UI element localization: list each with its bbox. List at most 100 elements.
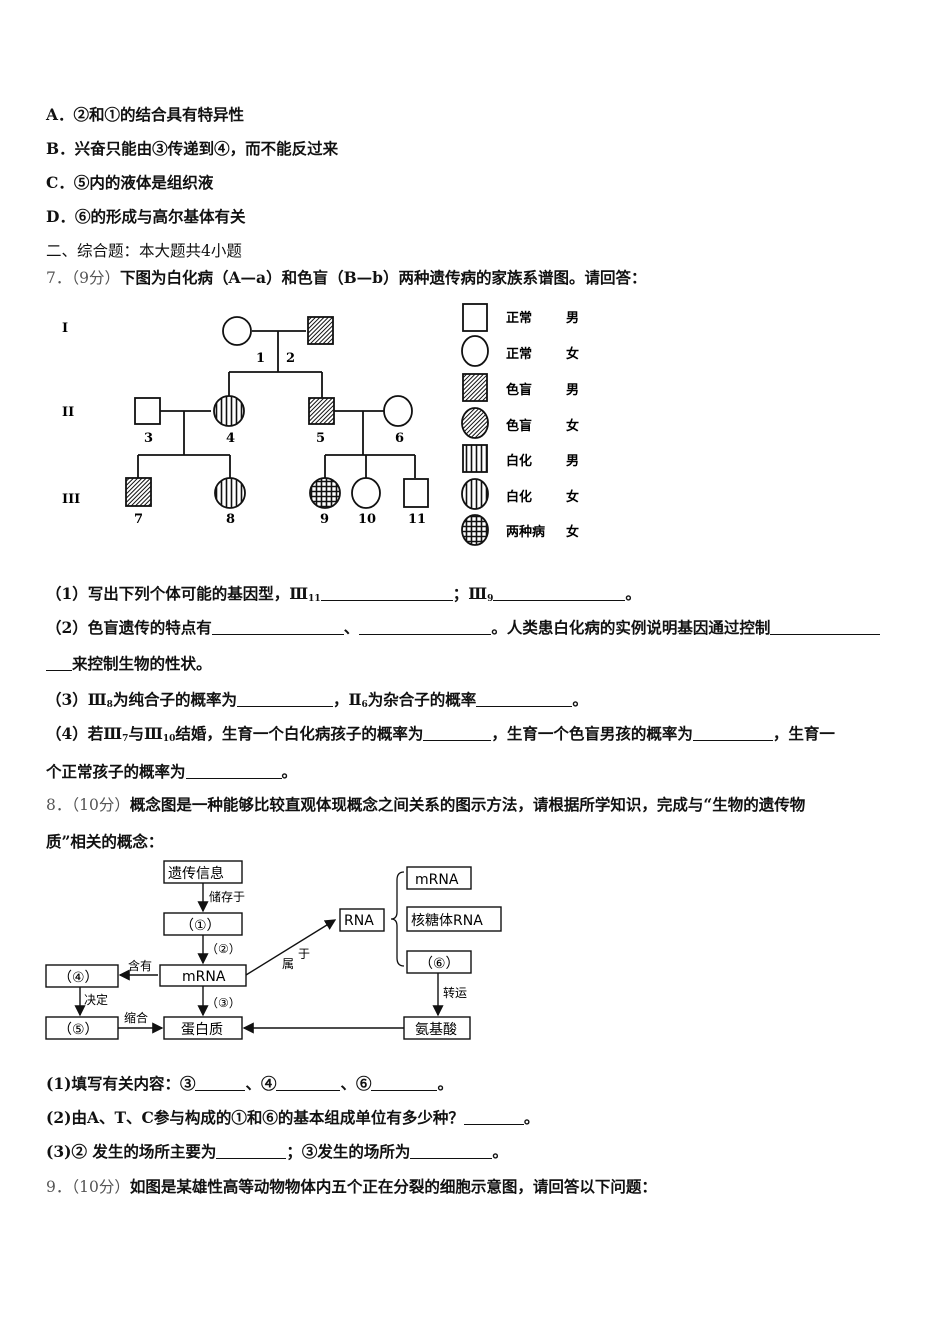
id-3: 3 <box>144 431 153 446</box>
text-box-4: （④） <box>58 970 99 986</box>
q7-number: 7． <box>46 269 72 287</box>
answer-blank[interactable] <box>359 620 492 635</box>
q9-stem: 9．（10分）如图是某雄性高等动物物体内五个正在分裂的细胞示意图，请回答以下问题… <box>46 1177 657 1196</box>
answer-blank[interactable] <box>276 1076 341 1091</box>
text-amino-acid: 氨基酸 <box>415 1021 457 1038</box>
text-contain: 含有 <box>128 958 152 973</box>
option-d: D．⑥的形成与高尔基体有关 <box>46 207 246 226</box>
individual-II-4 <box>213 395 245 427</box>
legend-sex: 女 <box>566 524 579 540</box>
id-4: 4 <box>226 431 235 446</box>
answer-blank[interactable] <box>463 1110 524 1125</box>
gen-label-3: III <box>62 492 80 507</box>
q9-number: 9． <box>46 1178 72 1196</box>
legend-label: 白化 <box>506 489 532 505</box>
q8-sub3: (3)② 发生的场所主要为；③发生的场所为。 <box>46 1142 508 1161</box>
box-mrna-right <box>406 866 472 890</box>
gen-label-1: I <box>62 321 68 336</box>
legend-sex: 女 <box>566 346 579 362</box>
text-rrna: 核糖体RNA <box>411 913 483 929</box>
legend-sex: 男 <box>566 383 579 398</box>
text-box-5: （⑤） <box>58 1022 99 1038</box>
text-arrow-3: （③） <box>206 996 241 1010</box>
id-1: 1 <box>256 351 265 366</box>
individual-III-7 <box>125 477 152 507</box>
text-protein: 蛋白质 <box>181 1022 223 1038</box>
q8-number: 8． <box>46 796 72 814</box>
text-genetic-info: 遗传信息 <box>168 865 224 882</box>
answer-blank[interactable] <box>195 1076 246 1091</box>
option-a: A．②和①的结合具有特异性 <box>46 105 245 124</box>
legend-sex: 女 <box>566 489 579 505</box>
q7-sub1: （1）写出下列个体可能的基因型，Ⅲ11；Ⅲ9。 <box>46 584 641 604</box>
text-arrow-2: （②） <box>206 942 241 956</box>
answer-blank[interactable] <box>410 1144 493 1159</box>
individual-III-8 <box>214 477 246 509</box>
legend-sex: 女 <box>566 418 579 434</box>
text-condense: 缩合 <box>124 1010 148 1025</box>
normal-male-icon <box>462 303 488 332</box>
q7-sub4-cont: 个正常孩子的概率为。 <box>46 762 298 781</box>
text-transport: 转运 <box>443 985 467 1000</box>
answer-blank[interactable] <box>320 586 453 601</box>
legend-sex: 男 <box>566 454 579 469</box>
answer-blank[interactable] <box>236 692 333 707</box>
q7-score: （9分） <box>71 269 120 287</box>
legend-label: 白化 <box>506 453 532 469</box>
gen-label-2: II <box>62 405 74 420</box>
answer-blank[interactable] <box>770 620 881 635</box>
q8-sub1: (1)填写有关内容：③、④、⑥。 <box>46 1074 453 1093</box>
section-title: 二、综合题：本大题共4小题 <box>46 242 242 260</box>
option-c: C．⑤内的液体是组织液 <box>46 173 214 192</box>
text-box-6: （⑥） <box>419 956 460 972</box>
q7-stem: 7．（9分）下图为白化病（A—a）和色盲（B—b）两种遗传病的家族系谱图。请回答… <box>46 266 647 288</box>
individual-II-5 <box>308 397 335 425</box>
box-6 <box>406 950 472 974</box>
box-4 <box>45 964 119 988</box>
legend-label: 正常 <box>506 310 532 326</box>
albino-female-icon <box>461 478 489 510</box>
q8-stem-cont: 质”相关的概念： <box>46 832 164 851</box>
text-mrna-center: mRNA <box>182 969 226 985</box>
colorblind-female-icon <box>461 407 489 439</box>
answer-blank[interactable] <box>185 764 282 779</box>
answer-blank[interactable] <box>46 656 72 671</box>
individual-I-2 <box>307 316 334 345</box>
answer-blank[interactable] <box>423 726 492 741</box>
answer-blank[interactable] <box>692 726 773 741</box>
id-2: 2 <box>286 351 295 366</box>
q7-sub2-cont: 来控制生物的性状。 <box>46 652 212 674</box>
answer-blank[interactable] <box>371 1076 438 1091</box>
answer-blank[interactable] <box>211 620 344 635</box>
legend-sex: 男 <box>566 311 579 326</box>
id-8: 8 <box>226 512 235 527</box>
individual-II-3 <box>134 397 161 425</box>
option-b: B．兴奋只能由③传递到④，而不能反过来 <box>46 139 339 158</box>
id-9: 9 <box>320 512 329 527</box>
q7-sub4: （4）若Ⅲ7与Ⅲ10结婚，生育一个白化病孩子的概率为，生育一个色盲男孩的概率为，… <box>46 724 835 744</box>
text-belong-2: 于 <box>298 947 310 961</box>
legend-label: 色盲 <box>506 382 532 398</box>
text-rna: RNA <box>344 913 374 929</box>
answer-blank[interactable] <box>476 692 573 707</box>
box-rna <box>339 908 385 932</box>
answer-blank[interactable] <box>216 1144 287 1159</box>
q7-sub3: （3）Ⅲ8为纯合子的概率为，Ⅱ6为杂合子的概率。 <box>46 690 588 710</box>
q8-sub2: (2)由A、T、C参与构成的①和⑥的基本组成单位有多少种？。 <box>46 1108 540 1127</box>
q7-text: 下图为白化病（A—a）和色盲（B—b）两种遗传病的家族系谱图。请回答： <box>120 268 647 287</box>
individual-III-9 <box>309 477 341 509</box>
q9-score: （10分） <box>71 1178 130 1196</box>
id-7: 7 <box>134 512 143 527</box>
answer-blank[interactable] <box>493 586 626 601</box>
box-protein <box>163 1016 243 1040</box>
individual-II-6 <box>383 395 413 427</box>
id-6: 6 <box>395 431 404 446</box>
text-store: 储存于 <box>209 889 245 904</box>
q7-sub2: （2）色盲遗传的特点有、。人类患白化病的实例说明基因通过控制 <box>46 616 881 638</box>
text-mrna-right: mRNA <box>415 872 459 888</box>
text-belong-1: 属 <box>282 957 294 971</box>
legend-label: 正常 <box>506 346 532 362</box>
text-box-1: （①） <box>180 918 221 934</box>
q8-score: （10分） <box>71 796 130 814</box>
